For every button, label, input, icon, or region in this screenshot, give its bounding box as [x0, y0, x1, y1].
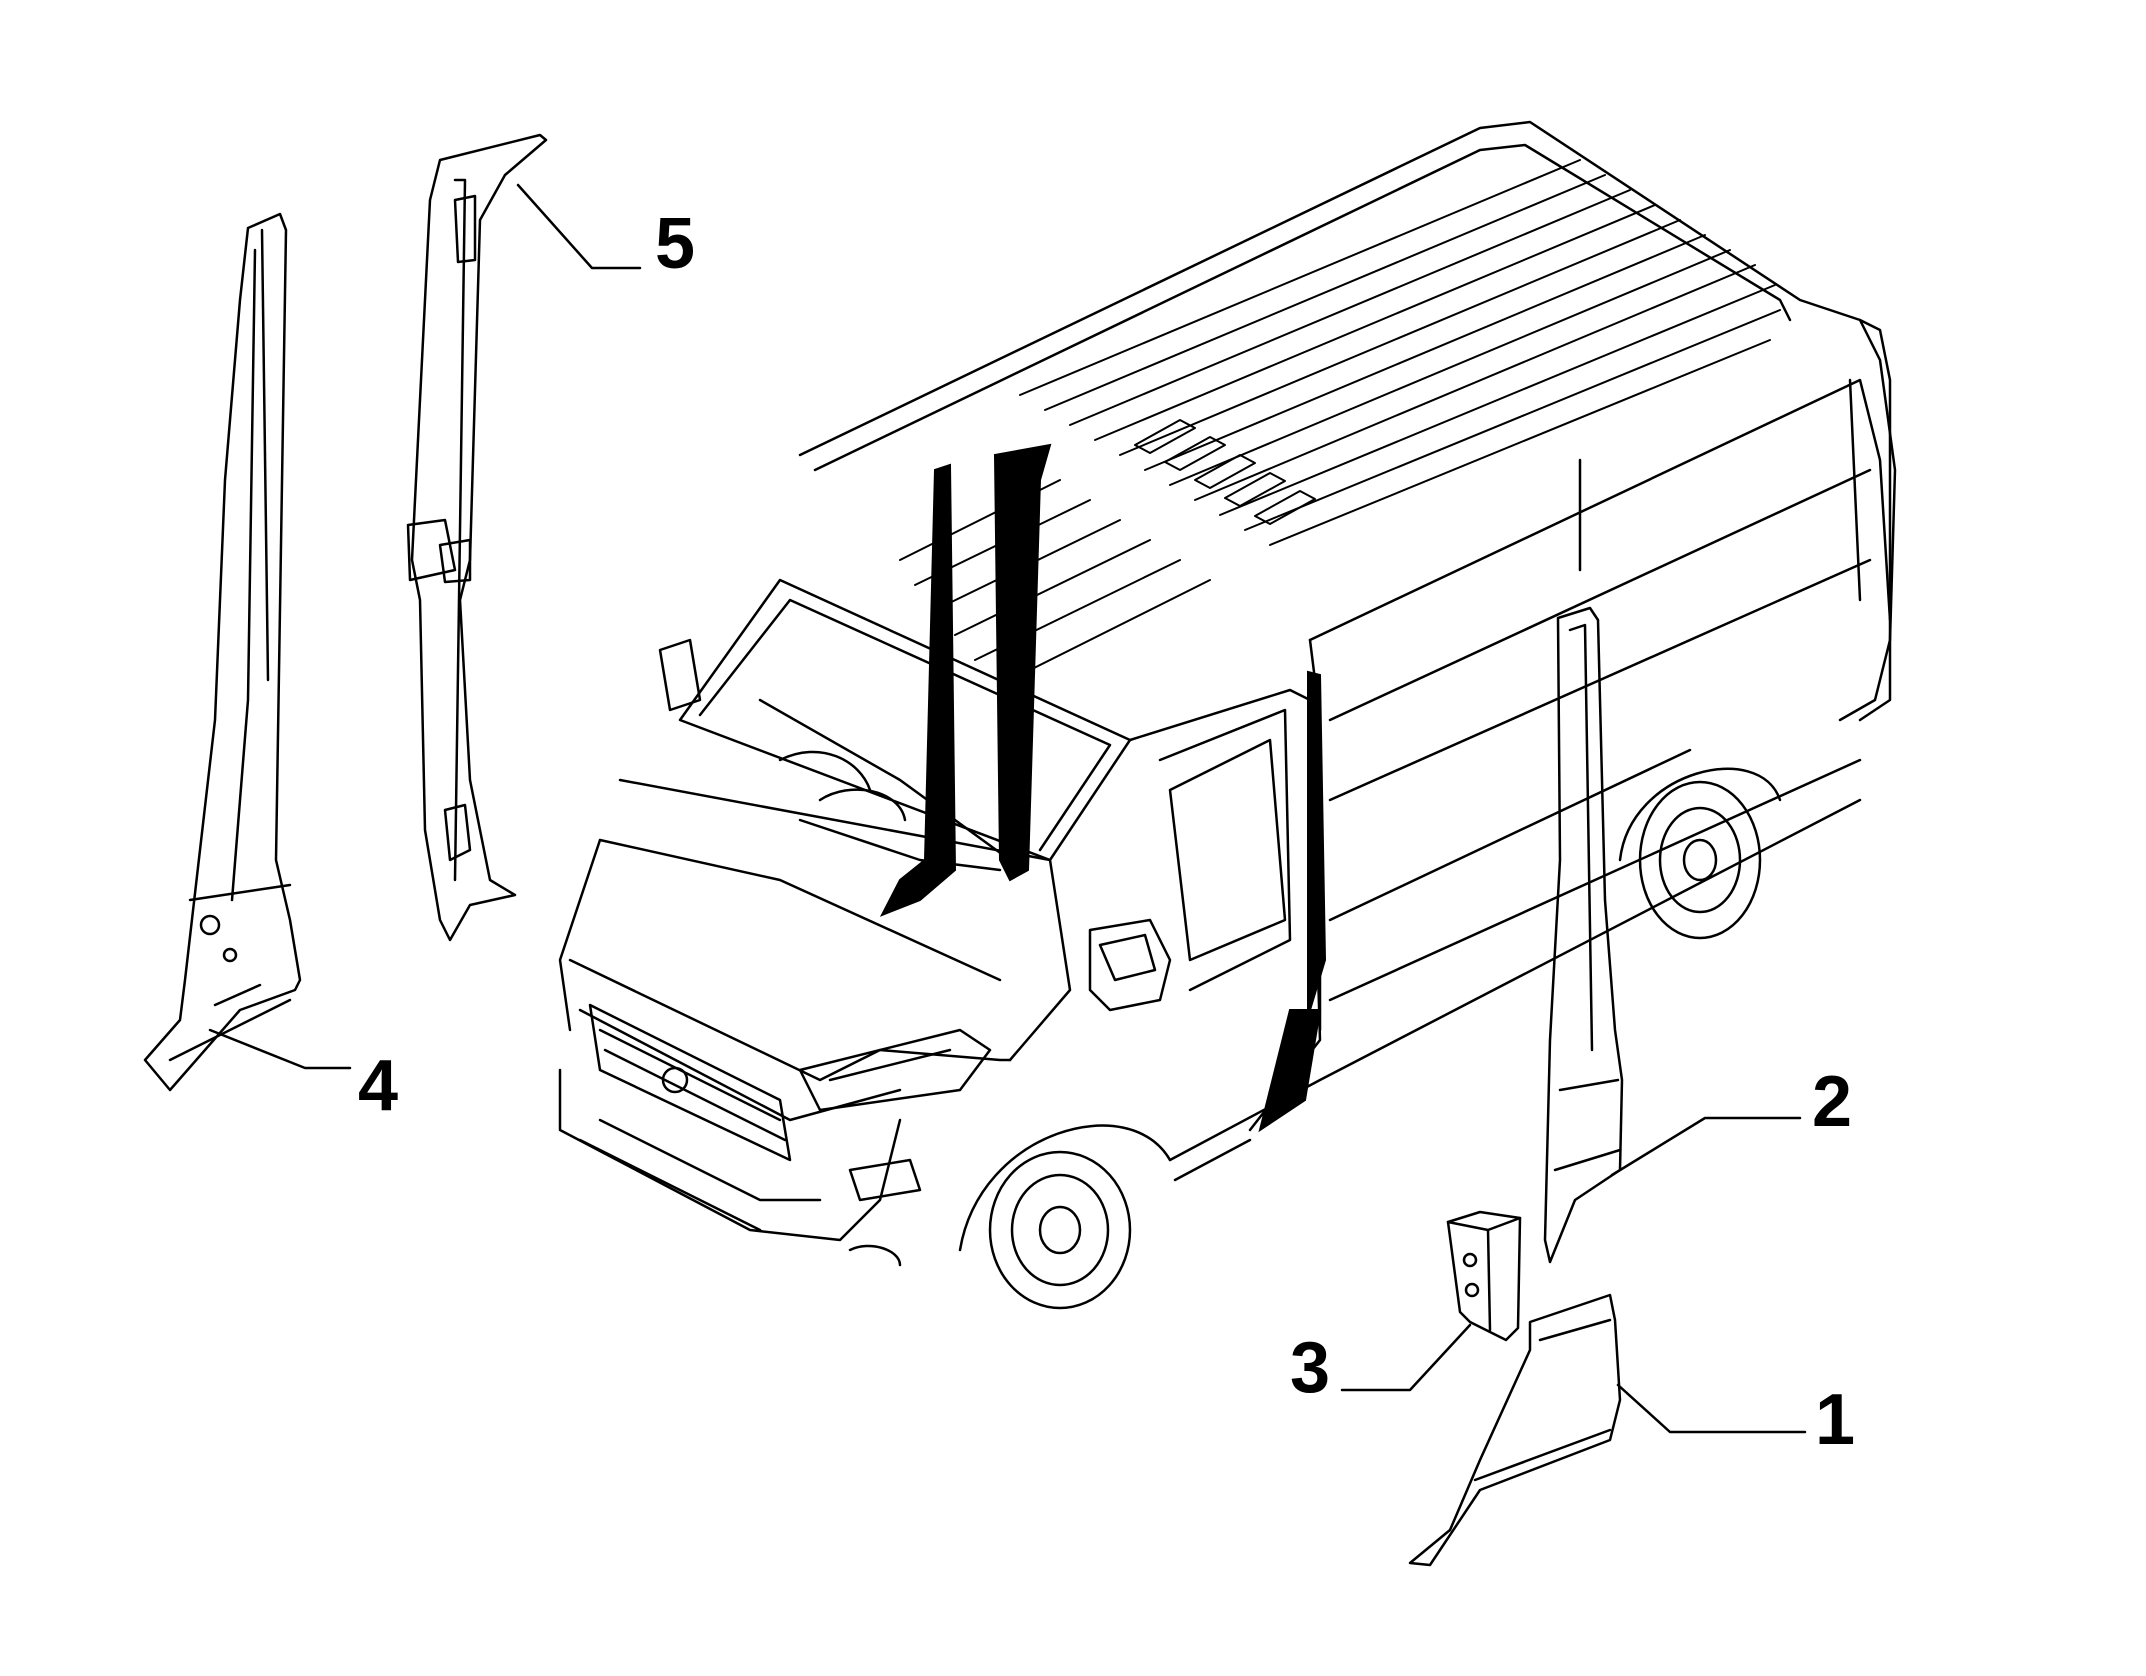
callout-1: 1 — [1815, 1380, 1855, 1460]
callout-3: 3 — [1290, 1328, 1330, 1408]
part-2-pillar — [1543, 606, 1624, 1264]
part-3-bracket — [1446, 1210, 1522, 1342]
callout-2: 2 — [1812, 1062, 1852, 1142]
part-4-pillar — [143, 212, 302, 1092]
part-5-pillar — [406, 133, 548, 942]
callout-5: 5 — [655, 204, 695, 284]
highlighted-pillars — [879, 443, 1327, 1133]
part-1-cover — [1408, 1293, 1622, 1567]
van-drawing — [558, 120, 1897, 1310]
callout-4: 4 — [358, 1046, 398, 1126]
leader-lines — [208, 183, 1807, 1434]
